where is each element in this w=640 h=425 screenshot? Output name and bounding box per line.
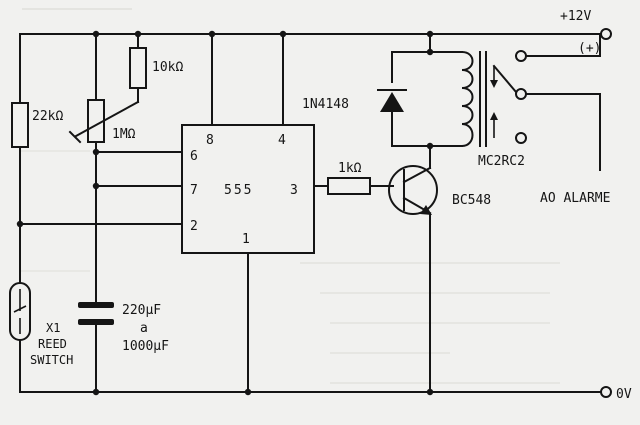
reed-line2-label: SWITCH — [30, 353, 73, 367]
resistor-10k — [129, 47, 147, 89]
ic-555-body — [181, 124, 315, 254]
pin-8-label: 8 — [206, 133, 214, 148]
junction-dots — [16, 30, 434, 396]
resistor-1k — [327, 177, 371, 195]
pin-2-label: 2 — [190, 219, 198, 234]
reed-ref-label: X1 — [46, 321, 60, 335]
reed-line1-label: REED — [38, 337, 67, 351]
transistor-bc548 — [388, 165, 438, 215]
capacitor — [78, 302, 114, 325]
supply-positive-label: +12V — [560, 9, 591, 24]
diode-1n4148 — [377, 89, 407, 112]
relay-contacts — [490, 50, 527, 144]
ground-terminal — [600, 386, 612, 398]
r2-label: 10kΩ — [152, 60, 183, 75]
cap-connector-label: a — [140, 321, 148, 336]
pin-3-label: 3 — [290, 183, 298, 198]
r-base-label: 1kΩ — [338, 161, 362, 176]
ic-label: 555 — [224, 183, 253, 198]
relay-coil — [460, 50, 487, 148]
transistor-label: BC548 — [452, 193, 491, 208]
wires — [19, 33, 601, 393]
resistor-22k — [11, 102, 29, 148]
pin-4-label: 4 — [278, 133, 286, 148]
ground-label: 0V — [616, 387, 632, 402]
diode-label: 1N4148 — [302, 97, 349, 112]
cap-value-label: 220µF — [122, 303, 161, 318]
positive-terminal-label: (+) — [578, 41, 601, 56]
cap-value2-label: 1000µF — [122, 339, 169, 354]
r1-label: 22kΩ — [32, 109, 63, 124]
reed-switch — [9, 282, 31, 341]
pot-label: 1MΩ — [112, 127, 136, 142]
pin-1-label: 1 — [242, 232, 250, 247]
potentiometer-1m — [68, 99, 140, 144]
positive-terminal — [600, 28, 612, 40]
alarm-output-label: AO ALARME — [540, 191, 610, 206]
relay-label: MC2RC2 — [478, 154, 525, 169]
pin-6-label: 6 — [190, 149, 198, 164]
pin-7-label: 7 — [190, 183, 198, 198]
